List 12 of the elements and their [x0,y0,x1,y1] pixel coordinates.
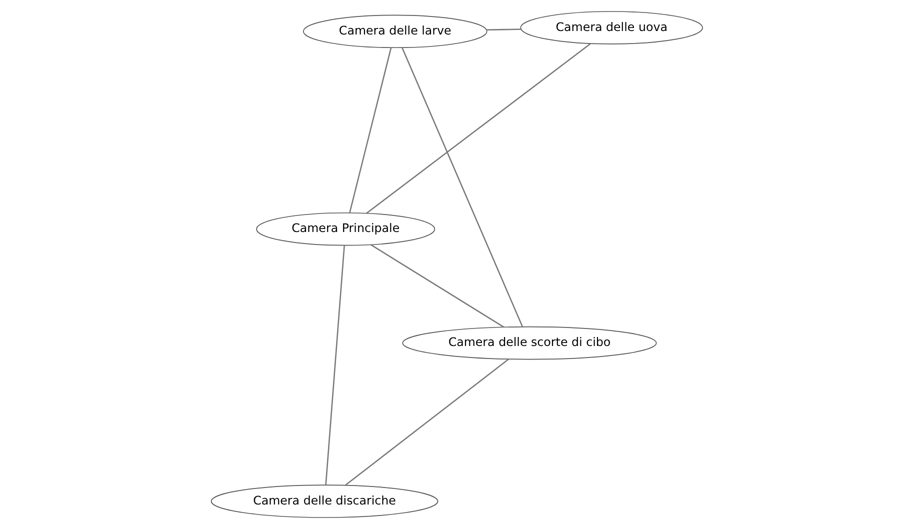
node-ellipse: Camera delle uova [520,11,704,44]
node-ellipse: Camera delle larve [302,14,488,48]
connector [370,244,504,328]
connector [366,43,592,214]
connector [486,28,521,30]
connector [402,47,524,328]
node-ellipse: Camera Principale [256,212,436,246]
connector [349,47,392,213]
node-ellipse: Camera delle scorte di cibo [402,326,657,360]
connector [325,245,345,485]
node-ellipse: Camera delle discariche [210,484,438,518]
connector [344,358,510,486]
